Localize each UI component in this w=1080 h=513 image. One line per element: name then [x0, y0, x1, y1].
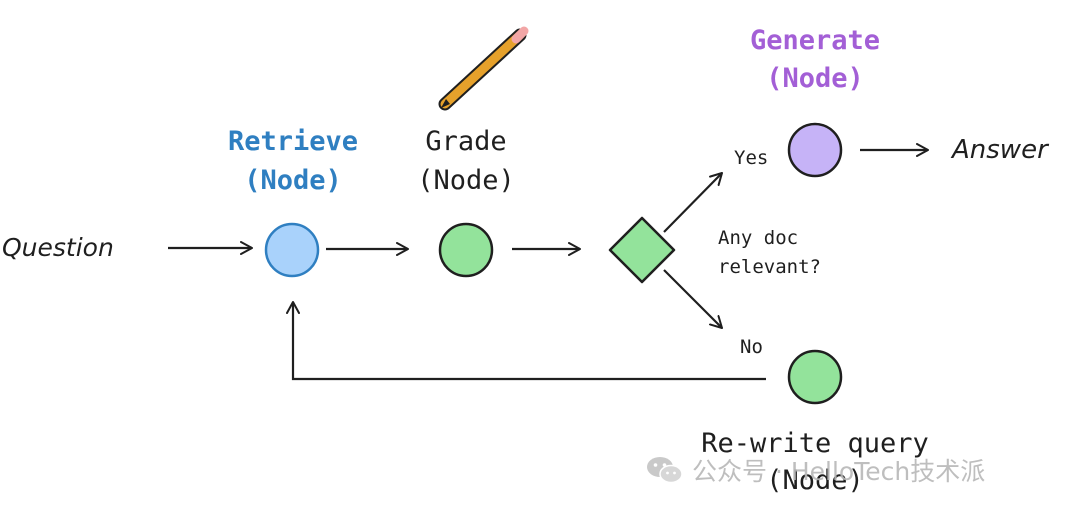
- rewrite-query-node: [787, 349, 843, 405]
- retrieve-sub-label: (Node): [244, 165, 342, 196]
- rewrite-to-retrieve-loop-arrow: [286, 301, 766, 381]
- grade-sub-label: (Node): [417, 165, 515, 196]
- question-label: Question: [2, 233, 114, 262]
- decision-diamond: [608, 216, 676, 284]
- rewrite-label: Re-write query: [701, 428, 929, 459]
- retrieve-node: [264, 222, 320, 278]
- grade-label: Grade: [425, 126, 506, 157]
- retrieve-label: Retrieve: [228, 126, 358, 157]
- answer-label: Answer: [950, 135, 1050, 165]
- watermark-text: 公众号 · HelloTech技术派: [692, 457, 986, 486]
- decision-yes-arrow: [663, 172, 723, 233]
- decision-question-line1: Any doc: [718, 227, 798, 249]
- pencil-icon: [438, 26, 529, 111]
- decision-no-arrow: [663, 269, 723, 329]
- wechat-icon: [647, 457, 683, 484]
- generate-sub-label: (Node): [766, 63, 864, 94]
- watermark: 公众号 · HelloTech技术派: [646, 452, 985, 488]
- rewrite-sub-label: (Node): [766, 465, 864, 496]
- grade-node: [438, 222, 494, 278]
- no-label: No: [740, 336, 763, 358]
- decision-question-line2: relevant?: [718, 256, 821, 278]
- yes-label: Yes: [734, 147, 768, 169]
- generate-label: Generate: [750, 25, 880, 56]
- generate-node: [787, 122, 843, 178]
